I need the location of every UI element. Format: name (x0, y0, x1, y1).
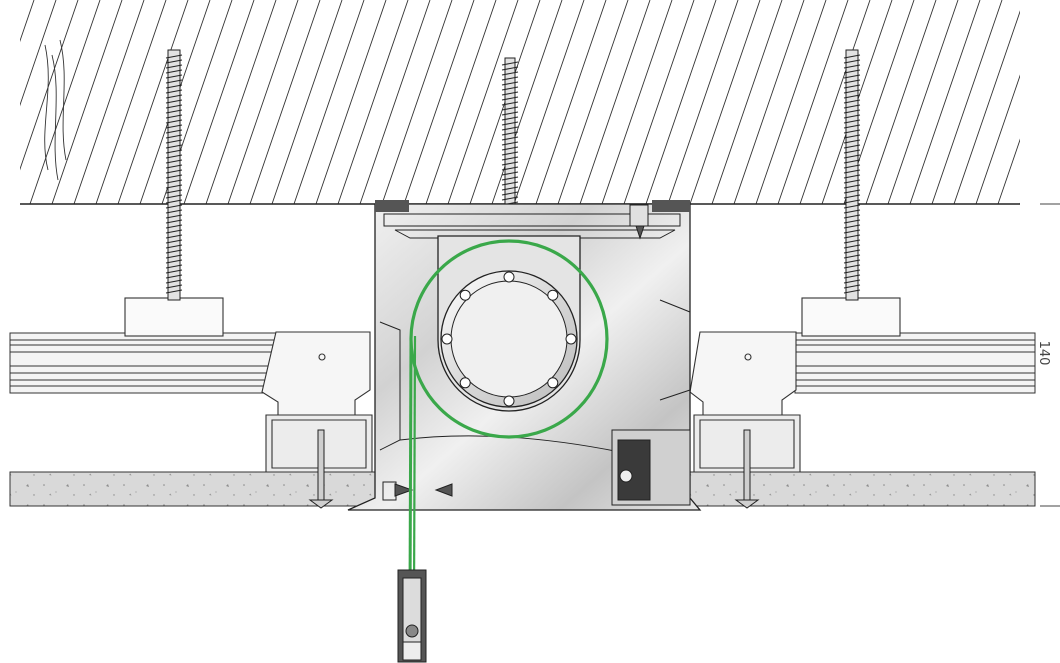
timber-ceiling (20, 0, 1020, 205)
spacer-block-right (801, 297, 901, 337)
drywall-screw-right (734, 429, 760, 509)
spacer-block-left (124, 297, 224, 337)
end-cap-right (652, 200, 690, 212)
dimension-marker (1040, 203, 1060, 507)
drywall-screw-left (308, 429, 334, 509)
hanger-clip-left (261, 331, 373, 473)
metal-stud-profile-left (9, 332, 279, 394)
roller-tube (409, 239, 609, 439)
dimension-label: 140 (1036, 341, 1051, 366)
pull-cord (408, 335, 417, 601)
metal-stud-profile-right (794, 332, 1036, 394)
wood-screw-right (843, 49, 861, 301)
end-cap-left (375, 200, 409, 212)
bottom-bar-weight (397, 569, 427, 663)
wood-screw-left (165, 49, 183, 301)
